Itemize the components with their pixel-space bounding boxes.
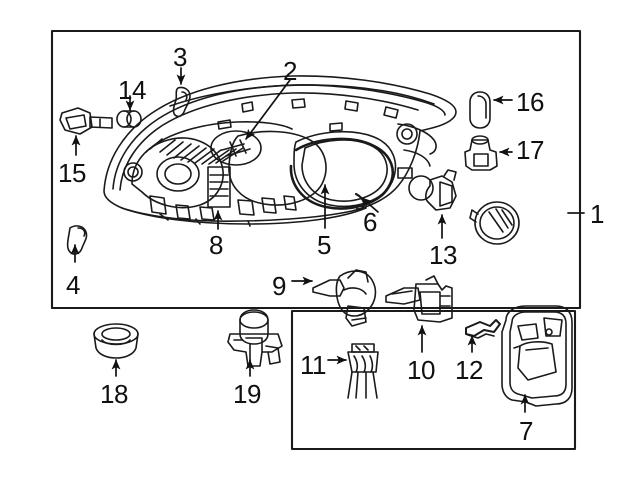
- callout-label-5: 5: [317, 230, 331, 260]
- part-18-seal-ring: [93, 323, 139, 359]
- leader-2: [245, 79, 291, 140]
- leader-6: [361, 197, 379, 213]
- part-11-wiring-connector: [347, 343, 379, 399]
- callout-label-14: 14: [118, 75, 146, 105]
- part-13-bulb-socket-connector: [408, 169, 457, 211]
- callout-label-11: 11: [300, 350, 327, 380]
- callout-label-9: 9: [272, 271, 286, 301]
- part-19-bulb-retainer-socket: [227, 309, 283, 367]
- callout-label-2: 2: [283, 56, 297, 86]
- part-4-bulb-socket: [66, 225, 88, 255]
- callout-label-17: 17: [516, 135, 544, 165]
- callout-label-4: 4: [66, 270, 80, 300]
- callout-label-3: 3: [173, 42, 187, 72]
- part-10-signal-bulb: [385, 275, 453, 323]
- callout-label-1: 1: [590, 199, 604, 229]
- callout-label-15: 15: [58, 158, 86, 188]
- panel-upper: [50, 29, 582, 310]
- callout-label-6: 6: [363, 207, 377, 237]
- callout-label-19: 19: [233, 379, 261, 409]
- callout-leaders: [70, 67, 530, 413]
- callout-label-18: 18: [100, 379, 128, 409]
- part-cap: [469, 201, 520, 245]
- part-9-headlamp-bulb: [312, 269, 377, 327]
- part-3-clip: [172, 86, 191, 118]
- part-15-adjuster-bolt: [59, 107, 113, 135]
- part-17-grommet-nut: [464, 135, 498, 171]
- part-7-access-cover: [501, 305, 573, 407]
- part-16-pin: [469, 91, 491, 129]
- part-headlamp-housing: [103, 75, 457, 227]
- callout-label-12: 12: [455, 355, 483, 385]
- callout-label-7: 7: [519, 416, 533, 446]
- callout-label-13: 13: [429, 240, 457, 270]
- callout-label-10: 10: [407, 355, 435, 385]
- callout-label-8: 8: [209, 230, 223, 260]
- part-14-bushing: [116, 110, 142, 128]
- callout-label-16: 16: [516, 87, 544, 117]
